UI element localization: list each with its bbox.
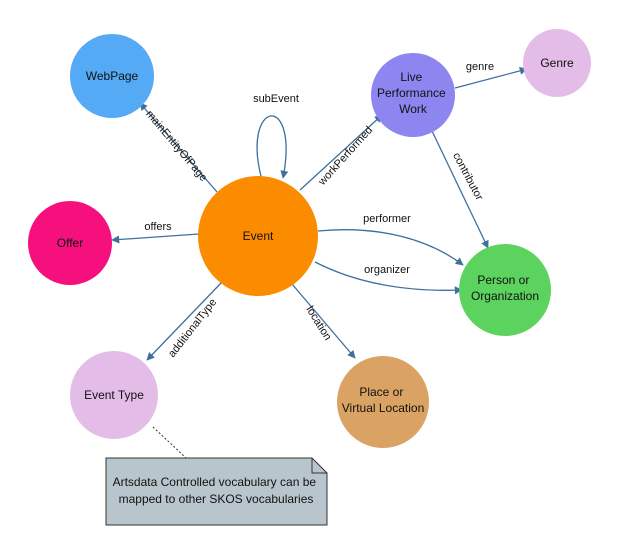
edge-sub-event bbox=[256, 115, 289, 181]
edge-main-entity-of-page bbox=[139, 102, 218, 193]
edge-genre bbox=[454, 66, 528, 89]
svg-text:Artsdata Controlled vocabulary: Artsdata Controlled vocabulary can be ma… bbox=[113, 475, 320, 506]
edge-label-main-entity-of-page: mainEntityOfPage bbox=[143, 108, 209, 184]
svg-text:Genre: Genre bbox=[540, 56, 574, 70]
svg-text:WebPage: WebPage bbox=[86, 69, 139, 83]
edge-label-sub-event: subEvent bbox=[253, 93, 299, 105]
svg-text:Event Type: Event Type bbox=[84, 388, 144, 402]
edge-performer bbox=[317, 229, 464, 266]
edge-offers bbox=[111, 233, 200, 244]
node-person-org-label-1: Person or bbox=[477, 273, 529, 287]
node-event-label: Event bbox=[243, 229, 274, 243]
vocabulary-note: Artsdata Controlled vocabulary can be ma… bbox=[105, 457, 328, 526]
node-live-performance-work: Live Performance Work bbox=[371, 53, 455, 137]
svg-text:Place or Virtual Locat: Place or Virtual Location bbox=[342, 385, 425, 415]
edge-location bbox=[291, 283, 356, 359]
node-person-org-label-2: Organization bbox=[471, 289, 539, 303]
node-event: Event bbox=[198, 176, 318, 296]
node-offer: Offer bbox=[28, 201, 112, 285]
node-place-label-2: Virtual Location bbox=[342, 401, 425, 415]
svg-text:Live Performance: Live Performance Work bbox=[377, 70, 449, 116]
edge-label-work-performed: workPerformed bbox=[316, 124, 375, 188]
edge-label-performer: performer bbox=[363, 213, 411, 225]
node-offer-label: Offer bbox=[57, 236, 83, 250]
node-live-work-label-2: Performance bbox=[377, 86, 446, 100]
edge-work-performed bbox=[299, 114, 383, 191]
node-live-work-label-1: Live bbox=[400, 70, 422, 84]
node-event-type: Event Type bbox=[70, 351, 158, 439]
note-line-1: Artsdata Controlled vocabulary can be bbox=[113, 475, 317, 489]
edge-label-additional-type: additionalType bbox=[166, 297, 219, 360]
nodes: WebPage Offer Event Live Performance Wor… bbox=[28, 29, 591, 448]
node-person-or-organization: Person or Organization bbox=[459, 244, 551, 336]
note-connector bbox=[152, 426, 187, 459]
edge-label-organizer: organizer bbox=[364, 264, 410, 276]
node-place-or-virtual-location: Place or Virtual Location bbox=[337, 356, 429, 448]
edge-label-offers: offers bbox=[144, 221, 172, 233]
node-genre: Genre bbox=[523, 29, 591, 97]
edge-label-genre: genre bbox=[466, 61, 494, 73]
note-line-2: mapped to other SKOS vocabularies bbox=[119, 492, 314, 506]
edges bbox=[111, 66, 528, 459]
edge-additional-type bbox=[146, 281, 223, 361]
edge-label-location: location bbox=[303, 304, 333, 343]
node-live-work-label-3: Work bbox=[399, 102, 428, 116]
node-place-label-1: Place or bbox=[359, 385, 403, 399]
edge-contributor bbox=[431, 130, 489, 249]
node-webpage: WebPage bbox=[70, 34, 154, 118]
svg-text:Event: Event bbox=[243, 229, 274, 243]
svg-text:Offer: Offer bbox=[57, 236, 83, 250]
node-webpage-label: WebPage bbox=[86, 69, 139, 83]
edge-organizer bbox=[314, 261, 463, 295]
svg-text:Person or Organization: Person or Organization bbox=[471, 273, 539, 303]
edge-label-contributor: contributor bbox=[450, 151, 485, 203]
node-event-type-label: Event Type bbox=[84, 388, 144, 402]
node-genre-label: Genre bbox=[540, 56, 574, 70]
